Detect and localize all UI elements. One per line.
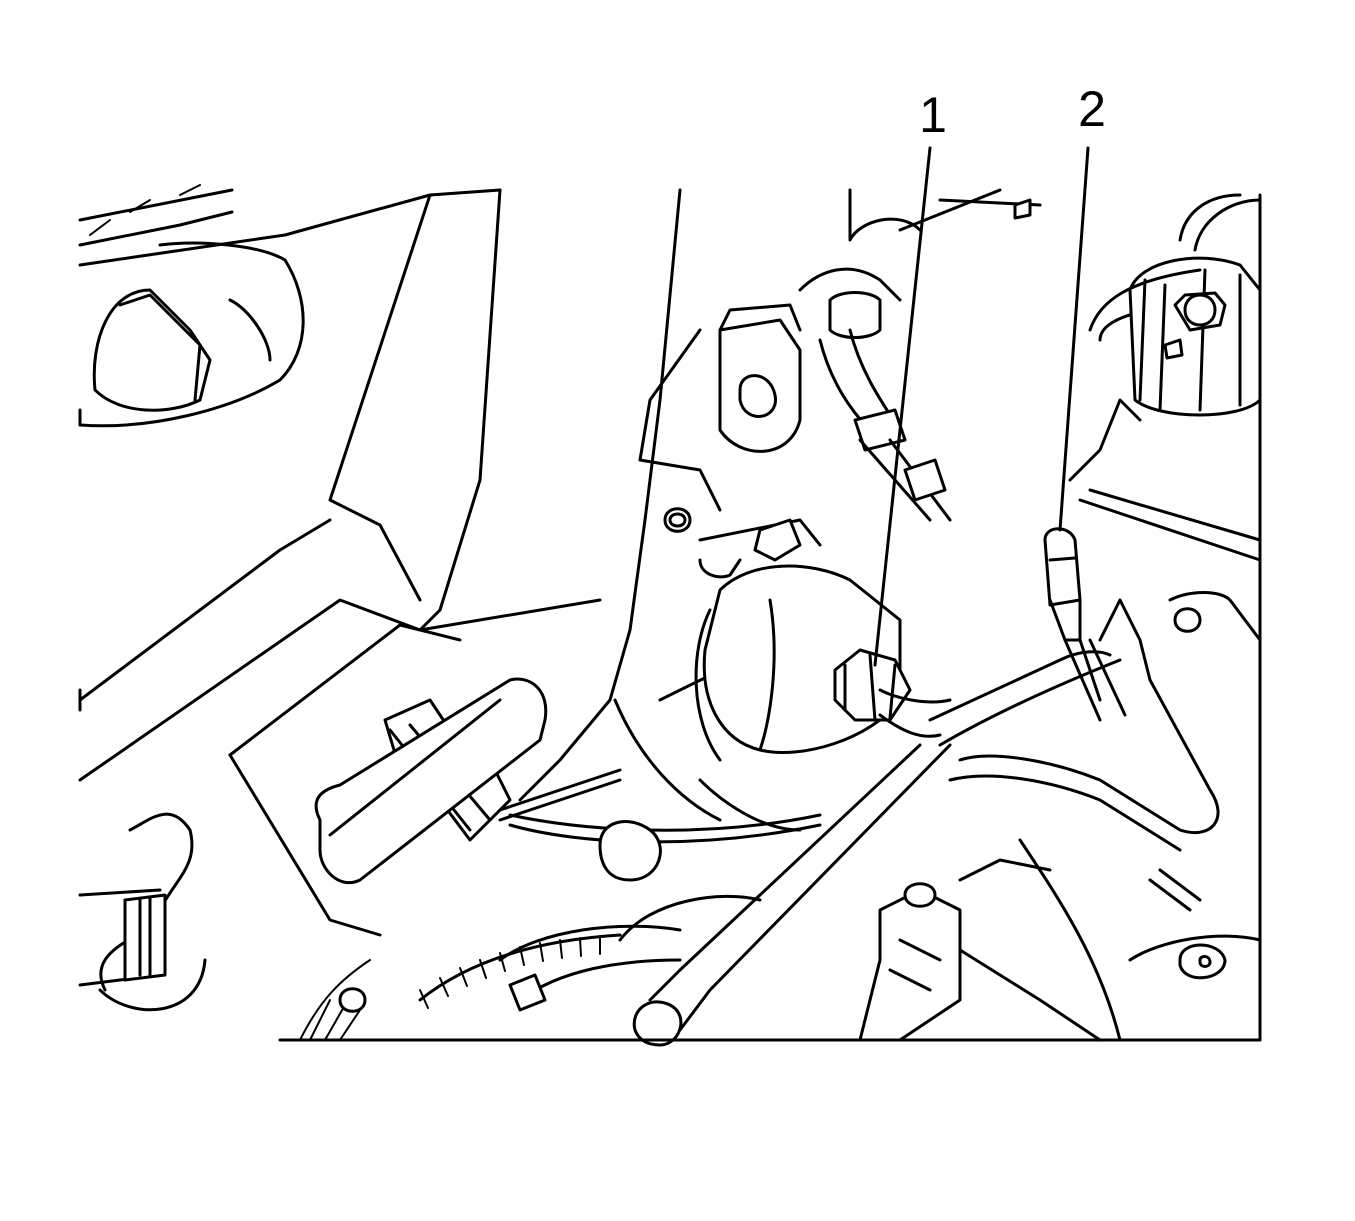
reservoir-cap (78, 241, 305, 428)
left-hose-stub (78, 812, 207, 1012)
flywheel-teeth (299, 933, 682, 1041)
callout-1-label: 1 (919, 87, 947, 143)
vent-hose (1043, 527, 1127, 722)
electrical-connector (314, 677, 822, 885)
fitting-nut (833, 648, 912, 722)
upper-hose (798, 188, 1042, 522)
right-reservoir (1068, 193, 1262, 642)
left-cover-panel (78, 184, 502, 937)
center-housing (418, 188, 802, 962)
callout-2-leader (1058, 146, 1090, 532)
fuel-line-loop (928, 598, 1220, 852)
mounting-bracket (718, 303, 802, 453)
frame-bottom (278, 193, 1262, 1042)
callout-2-label: 2 (1078, 81, 1106, 137)
callout-1-leader (873, 146, 932, 667)
lower-right-bracket (858, 838, 1262, 1042)
fuel-line-lower (632, 688, 952, 1047)
callout-leaders (873, 146, 1090, 667)
